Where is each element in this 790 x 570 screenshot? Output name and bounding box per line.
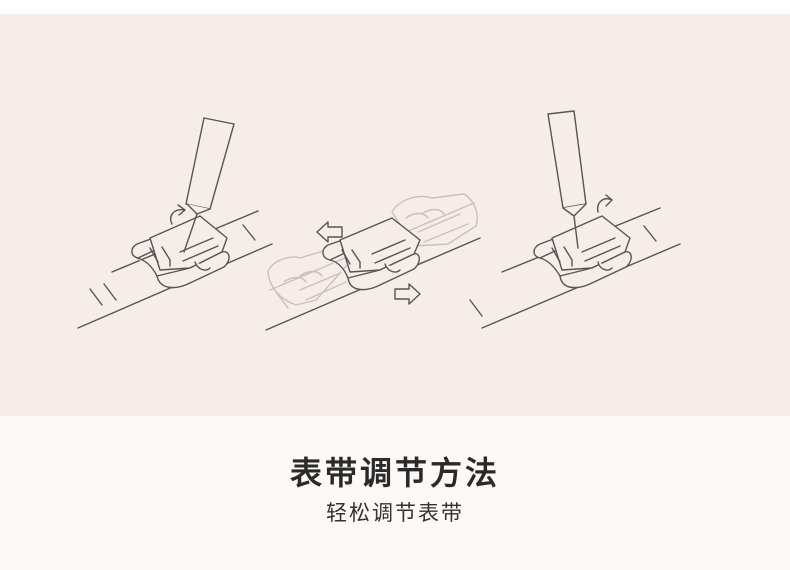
pin-tool-icon: [547, 110, 587, 249]
step-1-remove-pin: [77, 117, 273, 329]
top-strip: [0, 0, 790, 14]
arrow-down-icon: [597, 194, 613, 213]
link-block: [322, 217, 421, 291]
arrow-up-icon: [170, 204, 186, 225]
link-block: [533, 215, 632, 289]
step-2-move-links: [265, 193, 481, 331]
link-block: [131, 215, 230, 289]
pin-tool-icon: [183, 117, 235, 253]
arrow-right-icon: [394, 283, 421, 305]
adjustment-illustration: [77, 110, 681, 331]
page-title: 表带调节方法: [289, 454, 500, 492]
illustration-panel: [0, 14, 790, 416]
page-subtitle: 轻松调节表带: [326, 501, 464, 525]
arrow-left-icon: [316, 221, 343, 243]
step-3-insert-pin: [469, 110, 681, 329]
